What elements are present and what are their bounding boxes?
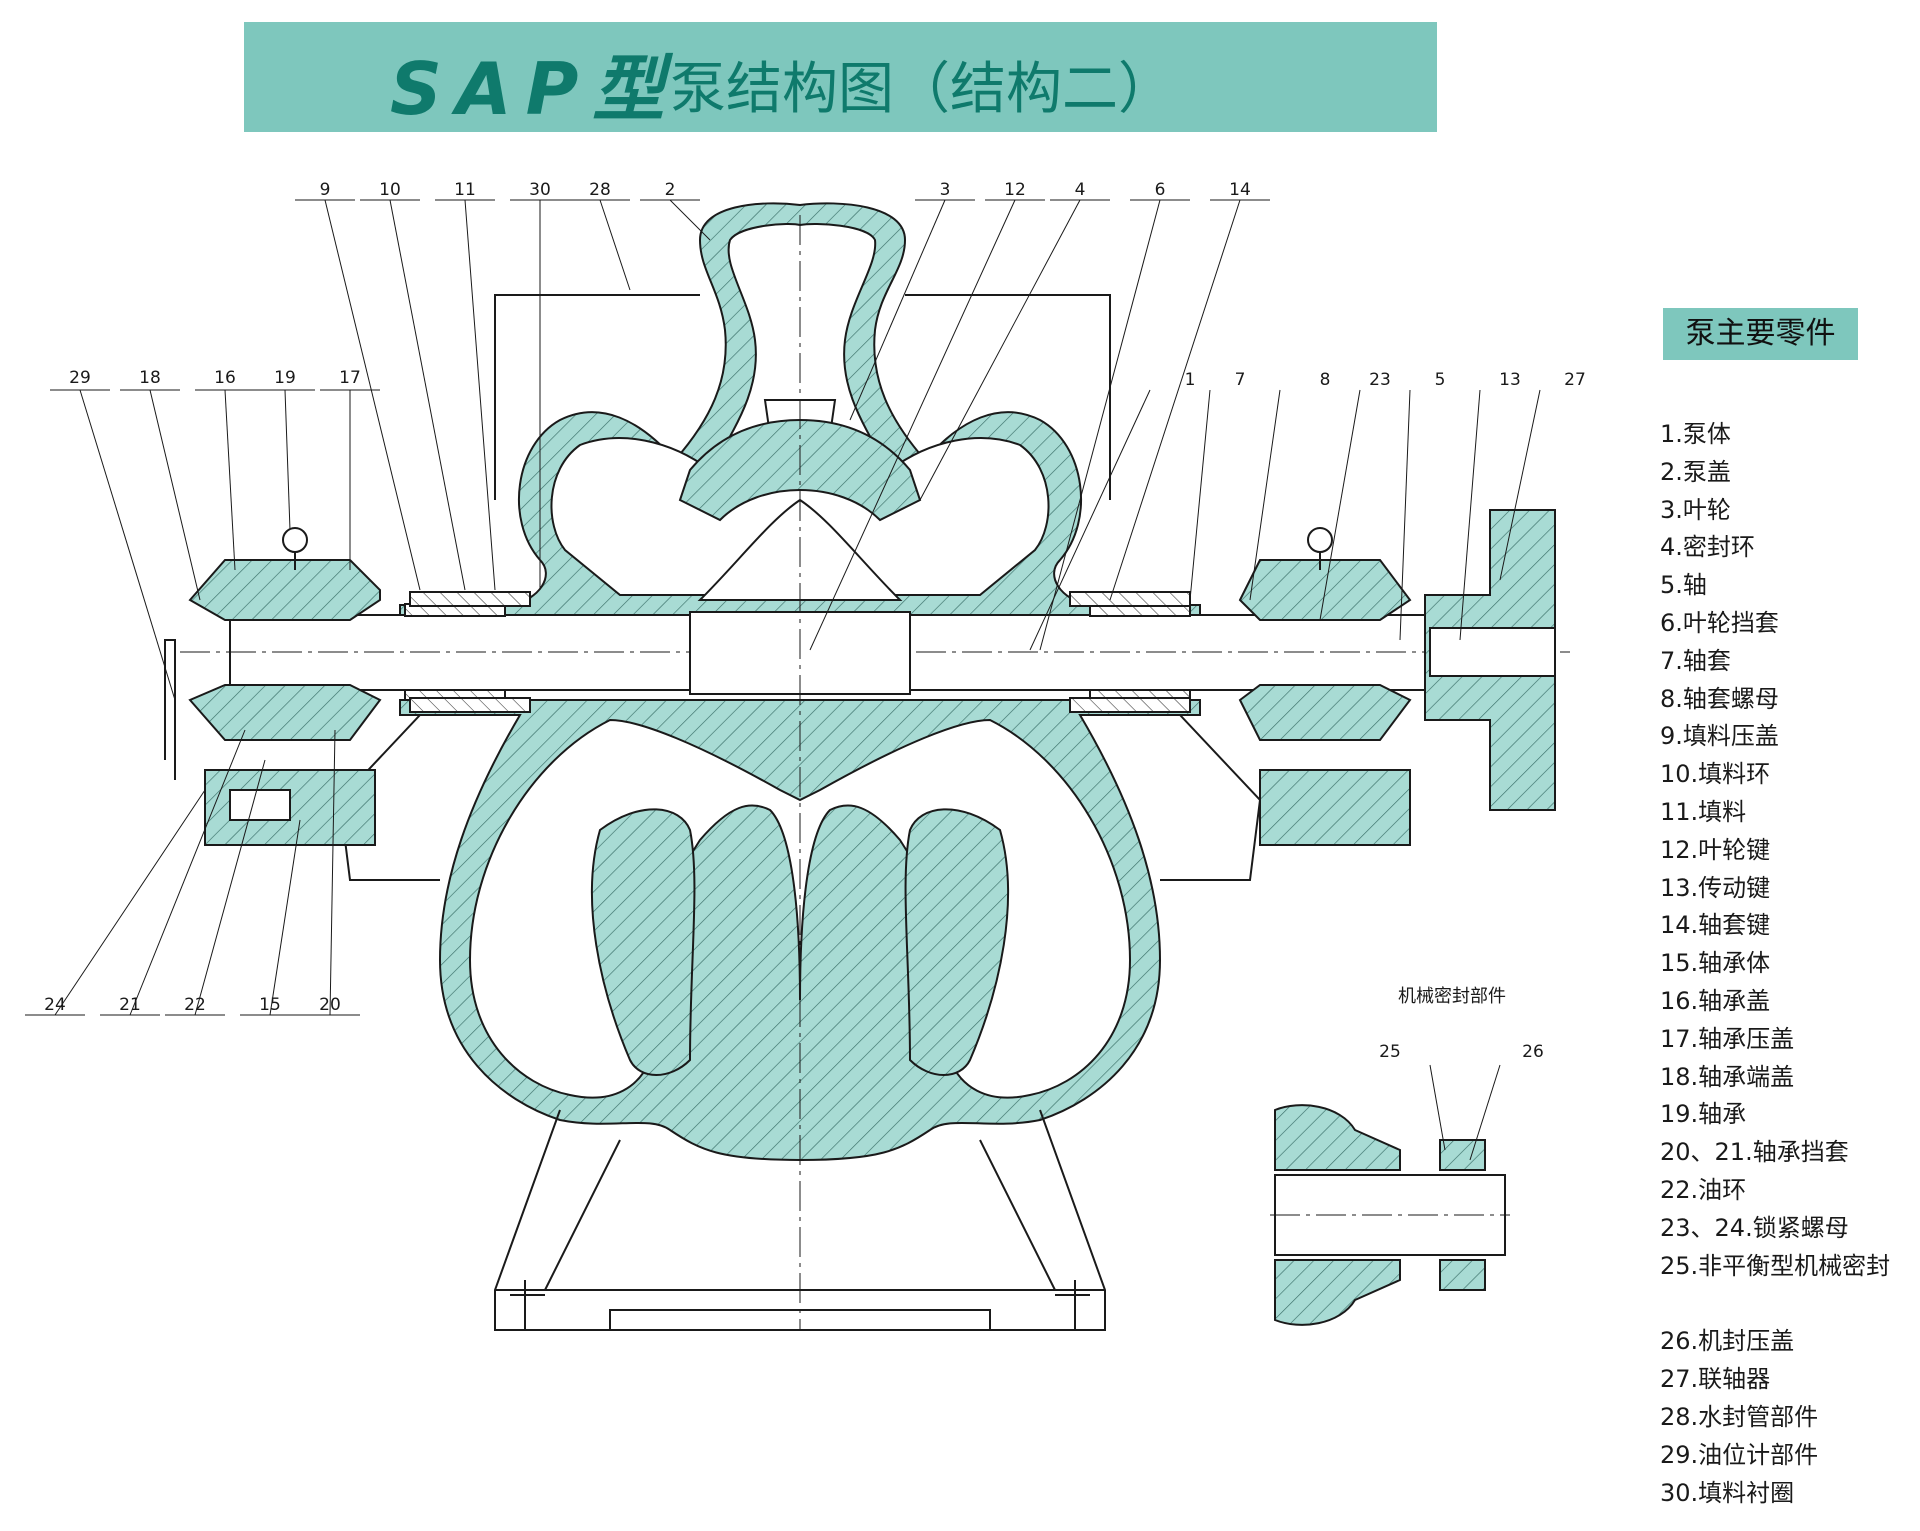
parts-list-item: 25.非平衡型机械密封 xyxy=(1660,1251,1891,1280)
callout-28: 28 xyxy=(589,180,611,200)
callout-29: 29 xyxy=(69,368,91,388)
parts-list-item: 14.轴套键 xyxy=(1660,911,1771,940)
leader-lines xyxy=(25,199,1541,1161)
parts-list-item: 5.轴 xyxy=(1660,571,1707,600)
parts-list-item: 28.水封管部件 xyxy=(1660,1402,1819,1431)
callout-18: 18 xyxy=(139,368,161,388)
callout-20: 20 xyxy=(319,995,341,1015)
parts-list-item: 13.传动键 xyxy=(1660,873,1771,902)
base-feet xyxy=(494,215,1106,1331)
callout-21: 21 xyxy=(119,995,141,1015)
parts-list-item: 17.轴承压盖 xyxy=(1660,1024,1795,1053)
shaft xyxy=(180,603,1570,703)
callout-16: 16 xyxy=(214,368,236,388)
title-bar xyxy=(244,22,1437,132)
callout-5: 5 xyxy=(1434,370,1446,390)
callout-26: 26 xyxy=(1522,1042,1544,1062)
mechanical-seal-label: 机械密封部件 xyxy=(1398,986,1506,1007)
parts-list-item: 7.轴套 xyxy=(1660,646,1731,675)
callout-30: 30 xyxy=(529,180,551,200)
parts-list-item: 23、24.锁紧螺母 xyxy=(1660,1213,1849,1242)
callout-15: 15 xyxy=(259,995,281,1015)
left-bearing-assembly xyxy=(164,527,531,846)
parts-list-item: 22.油环 xyxy=(1660,1175,1747,1204)
parts-list-item: 26.机封压盖 xyxy=(1660,1327,1795,1356)
parts-list-item: 27.联轴器 xyxy=(1660,1365,1771,1394)
callout-9: 9 xyxy=(319,180,331,200)
callout-27: 27 xyxy=(1564,370,1586,390)
callout-6: 6 xyxy=(1154,180,1166,200)
parts-list-item: 19.轴承 xyxy=(1660,1100,1747,1129)
callout-8: 8 xyxy=(1319,370,1331,390)
parts-list-item: 2.泵盖 xyxy=(1660,457,1731,486)
parts-list-item: 18.轴承端盖 xyxy=(1660,1062,1795,1091)
parts-list-item: 29.油位计部件 xyxy=(1660,1440,1819,1469)
water-seal-pipe xyxy=(494,294,1111,500)
callout-11: 11 xyxy=(454,180,476,200)
parts-list-item: 30.填料衬圈 xyxy=(1660,1478,1795,1507)
callout-3: 3 xyxy=(939,180,951,200)
parts-list-item: 10.填料环 xyxy=(1660,760,1771,789)
callout-13: 13 xyxy=(1499,370,1521,390)
callout-14: 14 xyxy=(1229,180,1251,200)
callout-25: 25 xyxy=(1379,1042,1401,1062)
parts-list-item: 15.轴承体 xyxy=(1660,949,1771,978)
parts-list-item: 20、21.轴承挡套 xyxy=(1660,1138,1849,1167)
coupling xyxy=(1424,509,1556,811)
callout-19: 19 xyxy=(274,368,296,388)
title-subtitle: 泵结构图（结构二） xyxy=(670,57,1174,122)
mechanical-seal-detail xyxy=(1270,1104,1510,1326)
callout-2: 2 xyxy=(664,180,676,200)
parts-list-item: 3.叶轮 xyxy=(1660,495,1731,524)
callout-12: 12 xyxy=(1004,180,1026,200)
parts-list-item: 16.轴承盖 xyxy=(1660,986,1771,1015)
parts-list-heading: 泵主要零件 xyxy=(1663,308,1858,360)
callout-10: 10 xyxy=(379,180,401,200)
parts-list-item: 8.轴套螺母 xyxy=(1660,684,1779,713)
callout-17: 17 xyxy=(339,368,361,388)
parts-list-item: 11.填料 xyxy=(1660,797,1747,826)
callout-22: 22 xyxy=(184,995,206,1015)
callout-24: 24 xyxy=(44,995,66,1015)
parts-list-item: 1.泵体 xyxy=(1660,420,1731,448)
parts-list-item: 12.叶轮键 xyxy=(1660,835,1771,864)
parts-list-item: 9.填料压盖 xyxy=(1660,722,1779,751)
parts-list-item: 4.密封环 xyxy=(1660,533,1755,562)
callout-7: 7 xyxy=(1234,370,1246,390)
parts-list-item: 6.叶轮挡套 xyxy=(1660,608,1779,637)
callout-23: 23 xyxy=(1369,370,1391,390)
callout-1: 1 xyxy=(1184,370,1196,390)
parts-list: 1.泵体 2.泵盖 3.叶轮 4.密封环 5.轴 6.叶轮挡套 7.轴套 8.轴… xyxy=(1660,416,1890,1512)
callout-4: 4 xyxy=(1074,180,1086,200)
title-model: SAP型 xyxy=(390,47,679,131)
right-bearing-assembly xyxy=(1069,527,1412,846)
